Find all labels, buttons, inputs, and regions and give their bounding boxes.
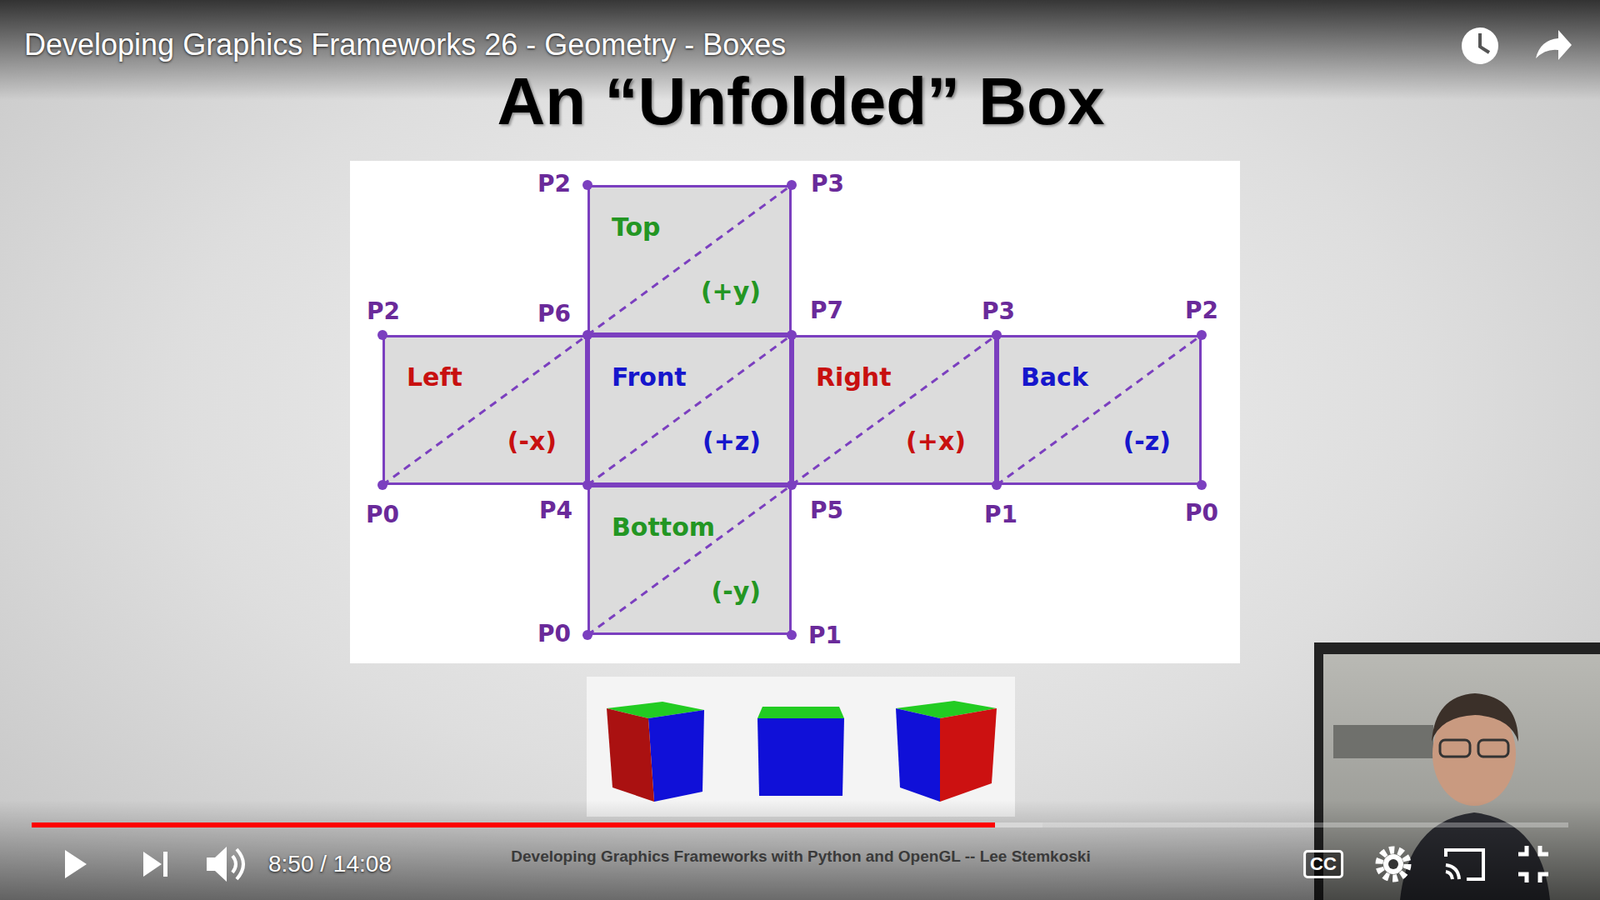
face-name: Bottom xyxy=(611,512,715,542)
axis-label: (+x) xyxy=(905,426,966,456)
volume-icon xyxy=(206,846,244,882)
point-label: P2 xyxy=(366,297,400,325)
face-name: Left xyxy=(406,362,463,392)
video-footer: Developing Graphics Frameworks with Pyth… xyxy=(510,847,1090,866)
cube-face: Top (+y) xyxy=(587,185,792,335)
progress-buffer xyxy=(31,822,1043,828)
point-label: P2 xyxy=(1185,296,1219,325)
point-label: P0 xyxy=(1185,499,1219,527)
point-label: P1 xyxy=(984,500,1018,529)
cube-face: Bottom (-y) xyxy=(587,485,792,635)
progress-played xyxy=(31,822,995,828)
face-fills xyxy=(382,185,1202,635)
settings-icon xyxy=(1379,850,1408,879)
point-label: P0 xyxy=(365,500,400,529)
point-label: P1 xyxy=(808,621,842,650)
share-icon xyxy=(1535,30,1572,60)
triangle-diagonals xyxy=(382,185,1202,635)
axis-label: (-y) xyxy=(711,576,761,606)
diagram-panel xyxy=(350,160,1240,664)
cube-face: Left (-x) xyxy=(382,335,588,485)
slide-title: An “Unfolded” Box xyxy=(497,63,1105,140)
cube-face: Right (+x) xyxy=(791,335,997,485)
vertex-dots xyxy=(377,180,1207,640)
cube-face: Front (+z) xyxy=(587,335,792,485)
cast-icon xyxy=(1445,850,1484,880)
captions-button: CC xyxy=(1303,850,1344,879)
axis-label: (-x) xyxy=(507,426,557,456)
next-icon xyxy=(143,851,168,877)
axis-label: (+y) xyxy=(700,276,761,306)
progress-track xyxy=(31,822,1569,828)
time-display: 8:50 / 14:08 xyxy=(268,850,392,878)
point-label: P5 xyxy=(810,496,844,525)
face-name: Right xyxy=(815,362,892,392)
point-label: P7 xyxy=(810,296,844,325)
point-label: P3 xyxy=(981,297,1015,325)
cube-panel xyxy=(586,676,1015,817)
face-name: Front xyxy=(611,362,687,392)
axis-label: (-z) xyxy=(1123,426,1171,456)
point-label: P0 xyxy=(537,620,571,648)
watch-later-icon xyxy=(1461,27,1499,65)
video-title: Developing Graphics Frameworks 26 - Geom… xyxy=(24,27,786,63)
cube-face: Back (-z) xyxy=(996,335,1202,485)
point-label: P2 xyxy=(537,170,571,198)
fullscreen-exit-icon xyxy=(1518,845,1549,883)
point-label: P4 xyxy=(539,496,573,525)
play-icon xyxy=(65,850,87,879)
point-label: P6 xyxy=(537,300,571,328)
face-name: Back xyxy=(1020,362,1089,392)
point-label: P3 xyxy=(810,170,845,198)
face-name: Top xyxy=(611,212,661,242)
rendered-cubes xyxy=(606,700,997,802)
bottom-shade xyxy=(0,800,1600,900)
axis-label: (+z) xyxy=(702,426,761,456)
